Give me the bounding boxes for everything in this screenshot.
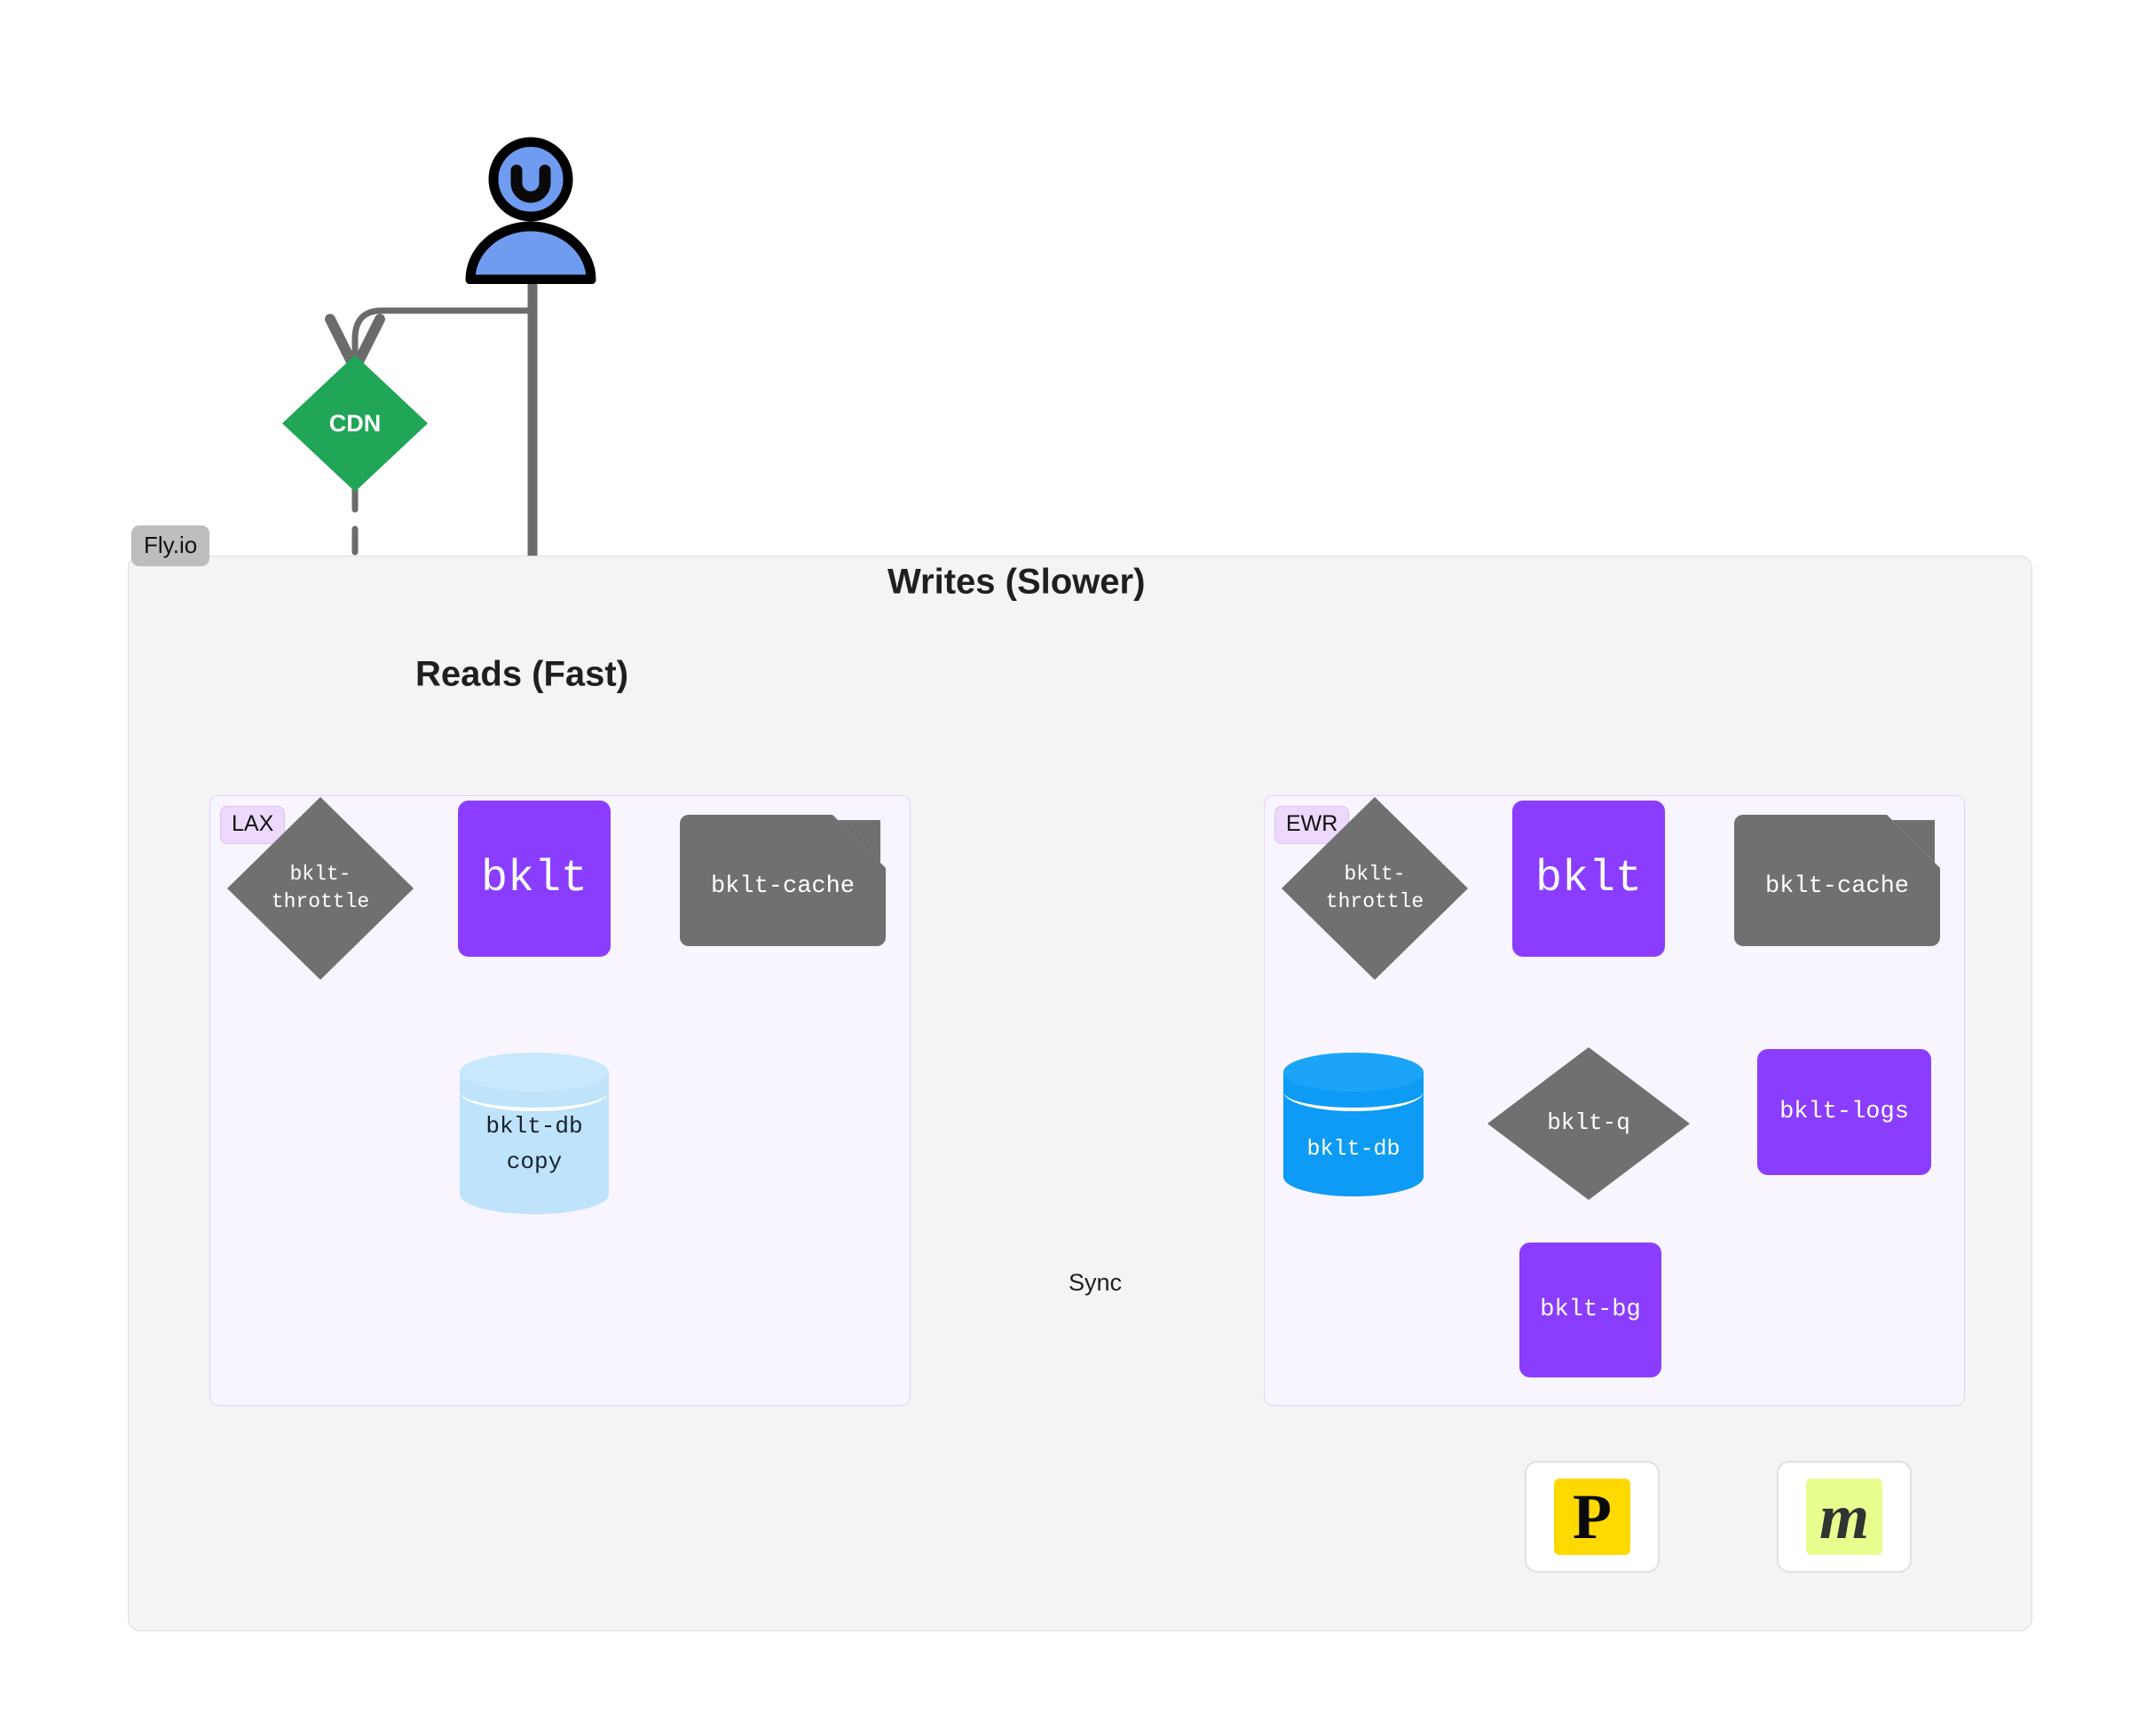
region-ewr-label: EWR <box>1274 806 1350 844</box>
node-ewr-bklt[interactable]: bklt <box>1512 801 1665 957</box>
service-tile-m-glyph: m <box>1806 1479 1882 1555</box>
cylinder-bottom <box>1283 1157 1424 1196</box>
edge-label-reads: Reads (Fast) <box>415 654 629 694</box>
node-cdn[interactable]: CDN <box>282 355 428 492</box>
edge-label-sync: Sync <box>1069 1269 1123 1296</box>
node-lax-bklt-throttle[interactable]: bklt- throttle <box>227 797 414 980</box>
flyio-container-label: Fly.io <box>131 525 210 566</box>
service-tile-m[interactable]: m <box>1777 1461 1912 1573</box>
node-ewr-bklt-bg[interactable]: bklt-bg <box>1519 1243 1661 1377</box>
doc-fold-icon <box>1887 815 1940 868</box>
node-cdn-label: CDN <box>328 409 382 437</box>
node-ewr-bklt-cache-label: bklt-cache <box>1764 873 1910 900</box>
node-ewr-bklt-throttle[interactable]: bklt- throttle <box>1282 797 1468 980</box>
node-lax-bklt-db-copy[interactable]: bklt-db copy <box>460 1053 609 1214</box>
service-tile-p-glyph: P <box>1554 1479 1630 1555</box>
node-lax-bklt-db-copy-label: bklt-db copy <box>485 1112 583 1175</box>
region-lax-label: LAX <box>220 806 286 844</box>
node-ewr-bklt-q-label: bklt-q <box>1547 1109 1630 1137</box>
node-lax-bklt-cache-label: bklt-cache <box>710 873 856 900</box>
node-ewr-bklt-logs[interactable]: bklt-logs <box>1757 1049 1931 1175</box>
node-ewr-bklt-q[interactable]: bklt-q <box>1487 1047 1690 1200</box>
cylinder-seam <box>1283 1072 1424 1111</box>
user-icon <box>465 137 596 285</box>
cylinder-bottom <box>460 1175 609 1214</box>
doc-fold-icon <box>832 815 886 868</box>
edge-label-writes: Writes (Slower) <box>888 562 1146 602</box>
node-lax-bklt-throttle-label: bklt- throttle <box>271 862 370 913</box>
node-ewr-bklt-cache[interactable]: bklt-cache <box>1734 815 1940 946</box>
service-tile-p[interactable]: P <box>1525 1461 1660 1573</box>
node-ewr-bklt-db[interactable]: bklt-db <box>1283 1053 1424 1196</box>
node-ewr-bklt-throttle-label: bklt- throttle <box>1325 862 1424 913</box>
node-ewr-bklt-db-label: bklt-db <box>1306 1135 1400 1162</box>
actor-user[interactable] <box>460 133 602 285</box>
cylinder-seam <box>460 1072 609 1111</box>
node-lax-bklt[interactable]: bklt <box>458 801 611 957</box>
node-lax-bklt-cache[interactable]: bklt-cache <box>680 815 886 946</box>
